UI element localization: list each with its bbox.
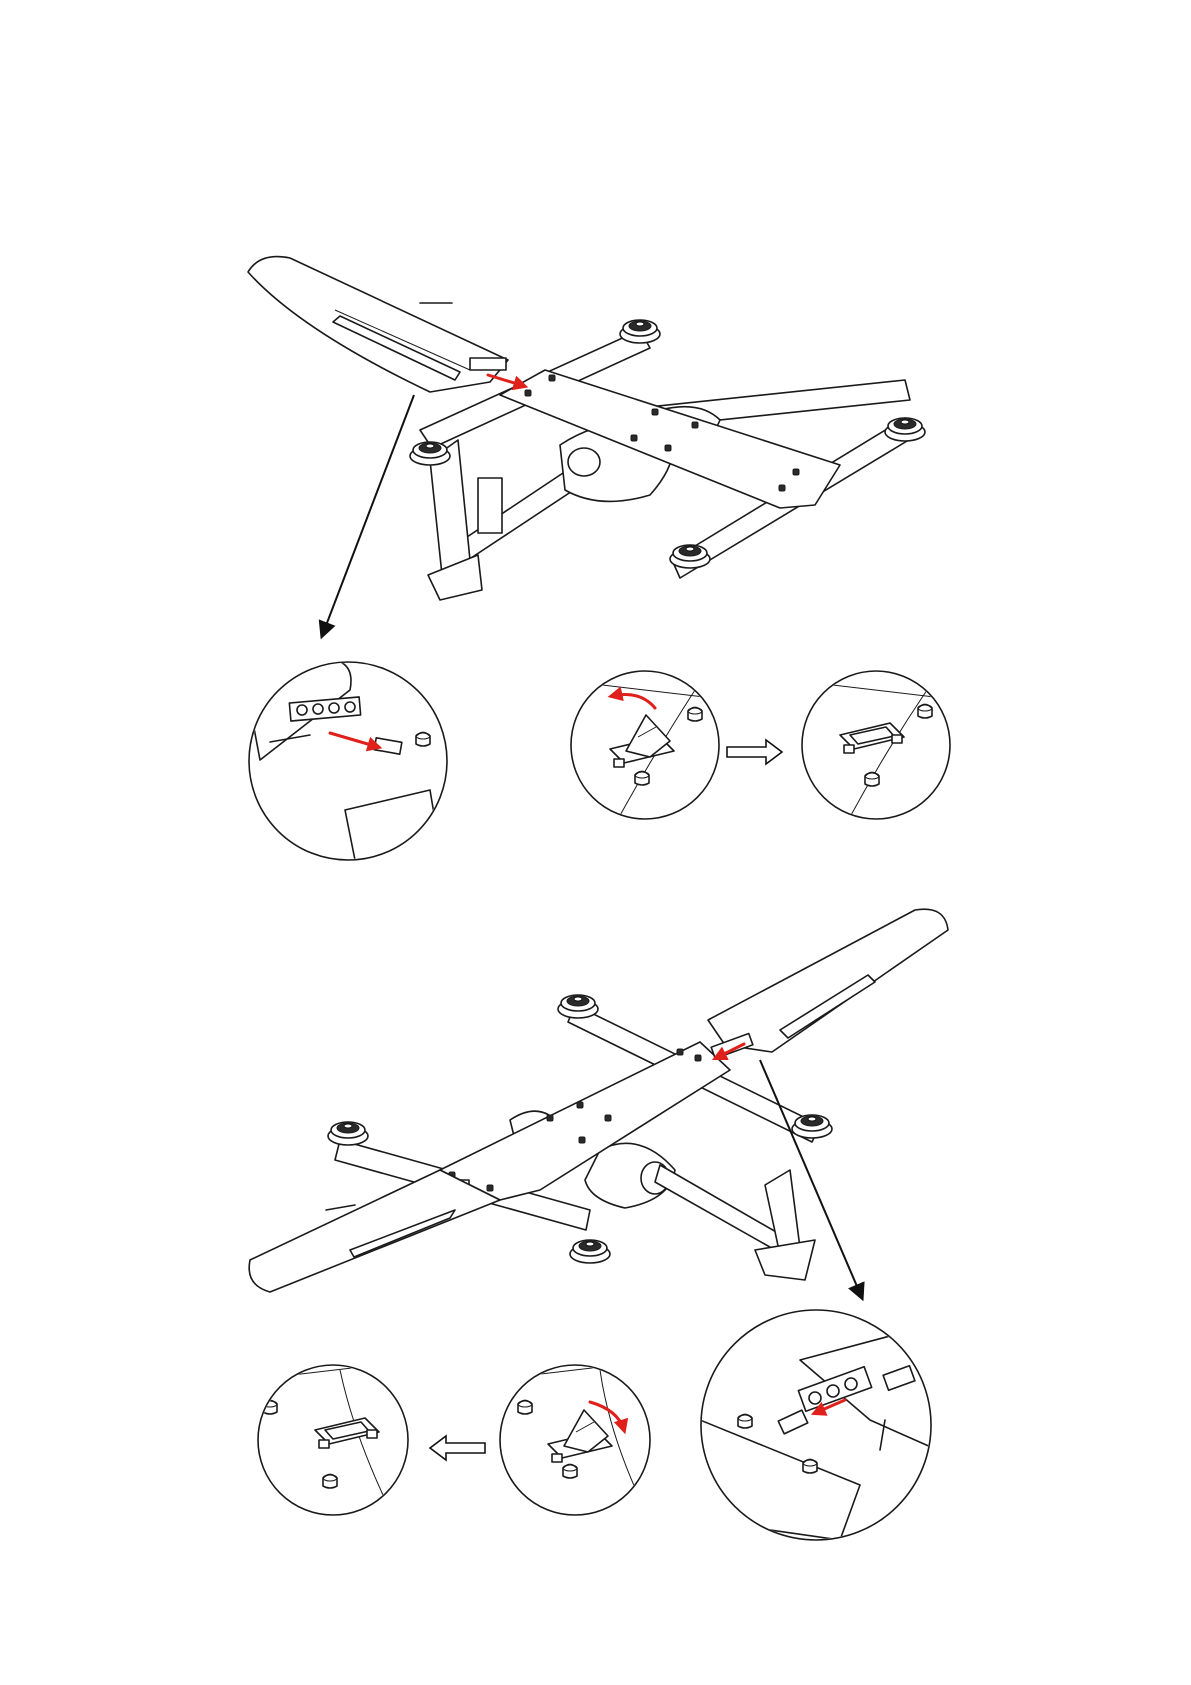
motor-icon — [558, 995, 598, 1018]
motor-icon — [792, 1115, 832, 1138]
tail-connector — [478, 478, 502, 533]
wing-connector — [470, 358, 506, 370]
motor-icon — [328, 1122, 368, 1145]
next-step-arrow-icon — [430, 1436, 485, 1460]
next-step-arrow-icon — [727, 740, 782, 764]
detail-latch-closed-right — [250, 1360, 420, 1520]
left-outer-wing — [248, 257, 508, 392]
detail-latch-closed — [790, 671, 960, 830]
aircraft-right-wing-view — [249, 909, 948, 1298]
left-wing — [249, 1170, 500, 1292]
rotate-arrow-icon — [612, 695, 655, 709]
motor-icon — [570, 1240, 610, 1263]
detail-right-connector — [700, 1310, 960, 1540]
motor-icon — [410, 442, 450, 465]
motor-icon — [885, 418, 925, 441]
center-wing — [440, 1042, 730, 1200]
detail-left-connector — [245, 660, 447, 860]
callout-pointer-left — [322, 395, 414, 636]
motor-icon — [670, 545, 710, 568]
insert-arrow-icon — [488, 375, 524, 386]
detail-latch-open-right — [490, 1360, 660, 1520]
motor-icon — [620, 320, 660, 343]
aircraft-left-wing-view — [248, 257, 925, 636]
right-outer-wing — [708, 909, 948, 1052]
detail-latch-open — [560, 671, 730, 830]
horizontal-tail — [755, 1240, 815, 1280]
insert-arrow-icon — [330, 733, 378, 747]
